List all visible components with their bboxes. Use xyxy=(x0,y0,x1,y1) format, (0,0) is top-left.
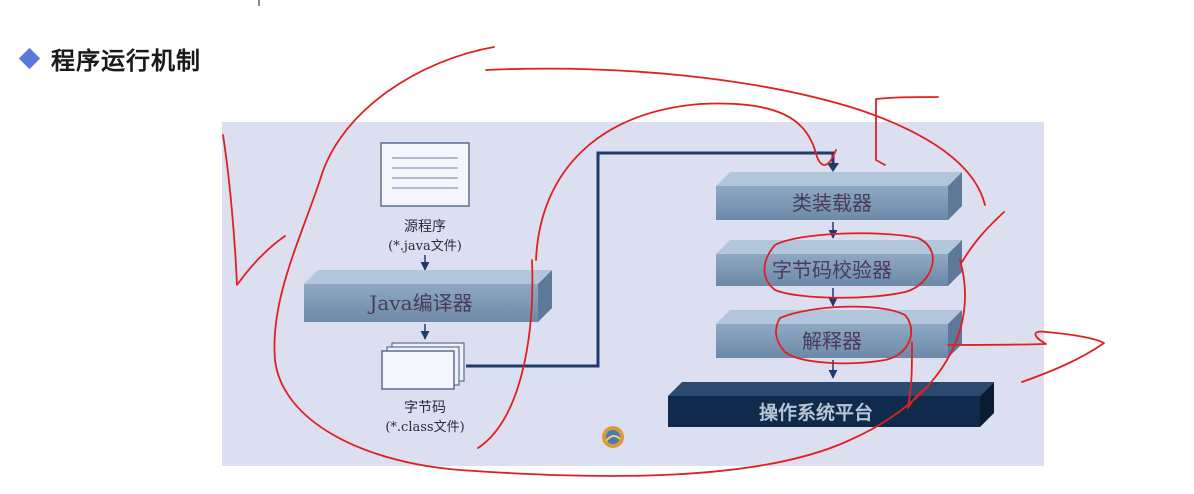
compiler-box xyxy=(304,270,552,322)
platform-label: 操作系统平台 xyxy=(759,401,873,424)
bytecode-files-icon xyxy=(381,342,465,390)
top-edge-mark xyxy=(258,0,260,6)
logo-icon xyxy=(602,426,624,448)
source-document-icon xyxy=(380,142,470,207)
interpreter-label: 解释器 xyxy=(802,329,862,353)
red-annotations xyxy=(222,46,1105,477)
page-title: 程序运行机制 xyxy=(51,46,201,75)
bytecode-ext-label: (*.class文件) xyxy=(385,420,464,435)
verifier-label: 字节码校验器 xyxy=(772,258,892,282)
connector-arrowhead xyxy=(827,163,839,172)
source-label: 源程序 xyxy=(404,219,446,235)
compiler-label: Java编译器 xyxy=(367,291,472,315)
source-ext-label: (*.java文件) xyxy=(388,239,462,254)
class-loader-label: 类装载器 xyxy=(792,191,872,215)
platform-box xyxy=(668,382,994,427)
section-header: 程序运行机制 xyxy=(18,38,201,78)
bytecode-label: 字节码 xyxy=(404,400,446,416)
class-loader-box xyxy=(716,172,962,220)
